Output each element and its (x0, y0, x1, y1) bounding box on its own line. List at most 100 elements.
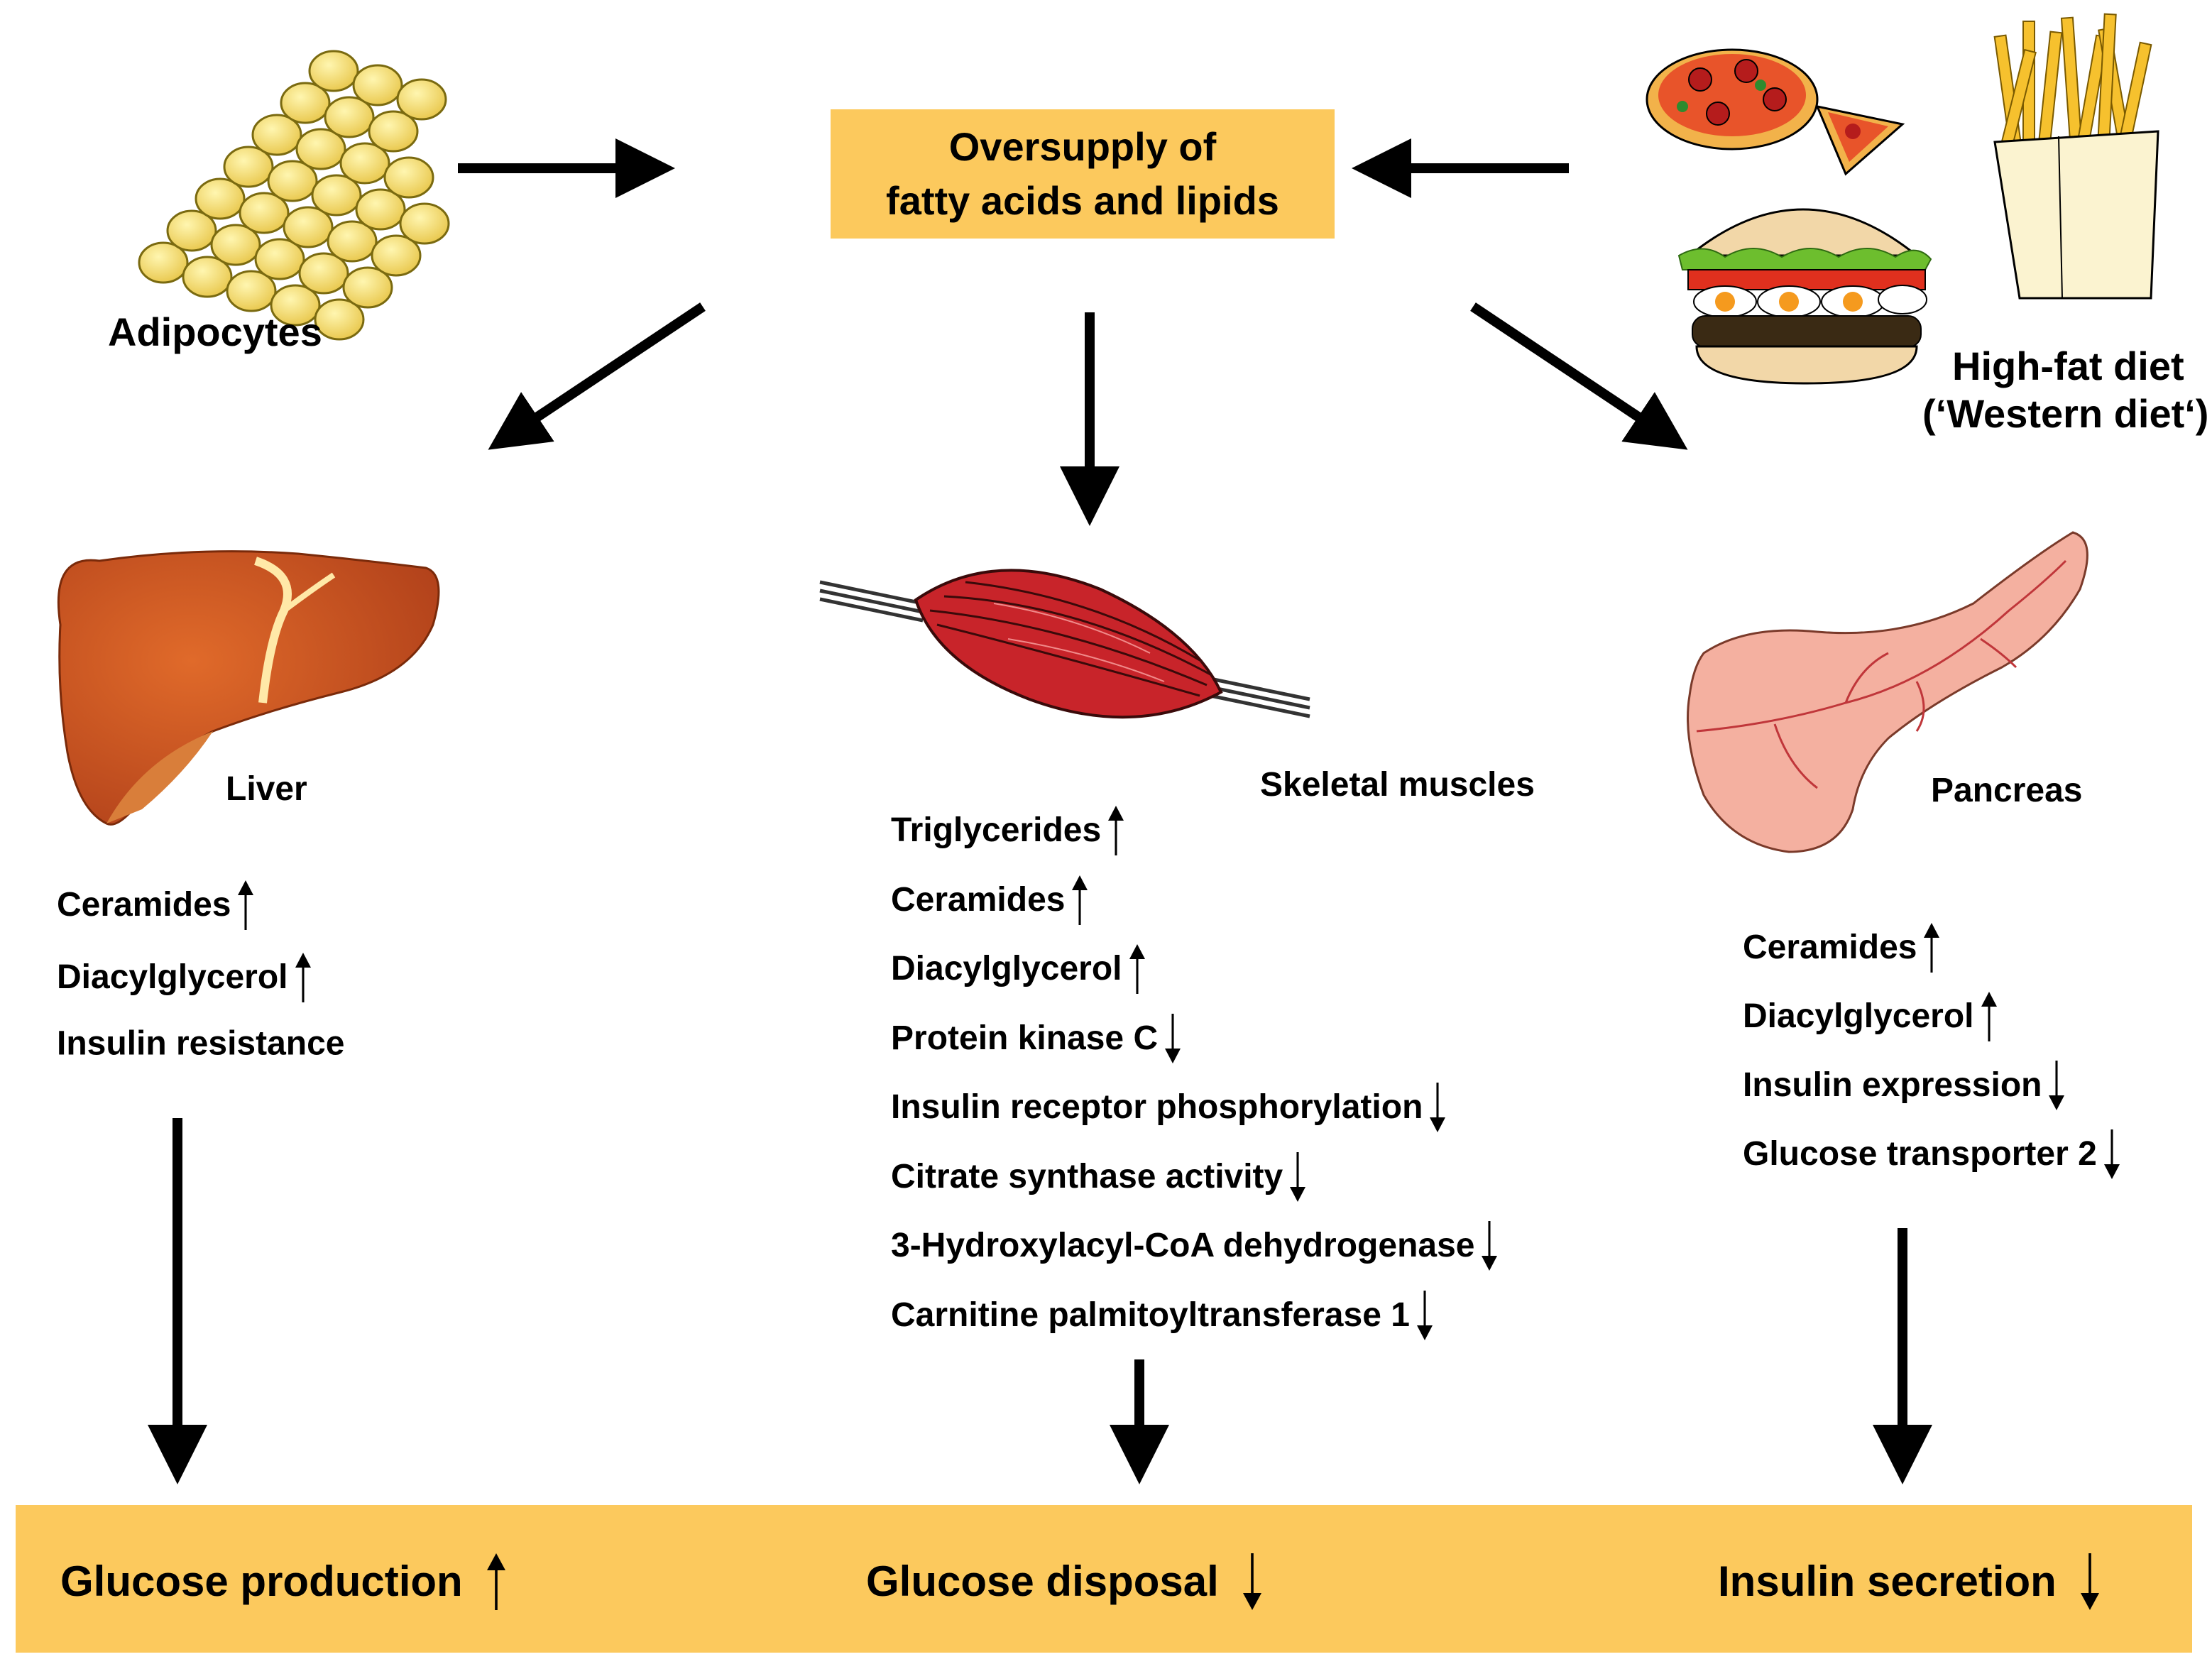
muscle-item-label: Protein kinase C (891, 1019, 1159, 1057)
fat-cell (195, 177, 246, 220)
fat-cell (251, 114, 302, 156)
fat-cell (342, 266, 393, 309)
muscle-item: Protein kinase C (891, 1013, 1181, 1063)
muscle-item: Ceramides (891, 875, 1088, 925)
muscle-item: Triglycerides (891, 806, 1124, 855)
arrow-up-icon (238, 880, 254, 930)
arrow-down-icon (1482, 1221, 1498, 1271)
pancreas-item: Ceramides (1743, 923, 1940, 973)
liver-illustration (57, 550, 440, 826)
muscle-item: Citrate synthase activity (891, 1151, 1306, 1202)
fat-cell (239, 192, 290, 234)
fat-cell (270, 284, 321, 327)
arrow-down-icon (1290, 1151, 1306, 1202)
arrow-up-icon (295, 953, 311, 1002)
arrow-down-icon (2103, 1129, 2120, 1179)
diet-label-line1: High-fat diet (1952, 344, 2184, 388)
liver-item: Ceramides (57, 880, 254, 930)
outcome-label: Glucose production (60, 1558, 463, 1605)
arrow-up-icon (1981, 992, 1997, 1041)
fat-cell (226, 270, 277, 312)
arrow-up-icon (1072, 875, 1088, 925)
fat-cell (280, 82, 331, 124)
muscle-item: 3-Hydroxylacyl-CoA dehydrogenase (891, 1221, 1498, 1271)
adipocytes-illustration (138, 50, 450, 341)
outcome-item: Glucose production (60, 1553, 505, 1610)
outcome-bar (16, 1505, 2192, 1653)
arrow-up-icon (486, 1553, 505, 1610)
muscle-label: Skeletal muscles (1260, 766, 1535, 804)
arrow-down-icon (2049, 1061, 2065, 1110)
fat-cell (267, 160, 318, 202)
fat-cell (355, 188, 406, 231)
arrow-up-icon (1129, 944, 1145, 994)
fat-cell (223, 146, 274, 188)
fat-cell (283, 206, 334, 248)
pancreas-item-label: Diacylglycerol (1743, 997, 1974, 1035)
fat-cell (339, 142, 390, 185)
arrow-to-liver (488, 302, 706, 450)
fat-cell (371, 234, 422, 277)
muscle-item-label: 3-Hydroxylacyl-CoA dehydrogenase (891, 1227, 1475, 1264)
diet-label-line2: (‘Western diet‘) (1922, 391, 2209, 436)
arrow-up-icon (1108, 806, 1124, 855)
pancreas-label: Pancreas (1931, 772, 2083, 809)
fat-cell (308, 50, 359, 92)
muscle-item-label: Ceramides (891, 880, 1066, 919)
liver-item-label: Diacylglycerol (57, 958, 288, 996)
arrow-down-icon (1430, 1083, 1446, 1132)
fat-cell (327, 220, 378, 263)
muscle-item: Insulin receptor phosphorylation (891, 1083, 1446, 1132)
oversupply-box: Oversupply of fatty acids and lipids (831, 109, 1335, 239)
muscle-item: Carnitine palmitoyltransferase 1 (891, 1290, 1433, 1340)
arrow-down-icon (1242, 1553, 1261, 1610)
outcome-item: Insulin secretion (1718, 1553, 2099, 1610)
fat-cell (314, 298, 365, 341)
pancreas-item: Insulin expression (1743, 1061, 2065, 1110)
muscle-illustration (819, 569, 1310, 719)
pancreas-item-label: Ceramides (1743, 929, 1917, 966)
liver-item-label: Ceramides (57, 886, 231, 924)
fat-cell (254, 238, 305, 280)
arrow-to-pancreas (1470, 302, 1688, 450)
pancreas-illustration (1687, 531, 2088, 853)
fat-cell (298, 252, 349, 295)
fat-cell (383, 156, 434, 199)
outcome-label: Glucose disposal (866, 1558, 1219, 1605)
fat-cell (324, 96, 375, 138)
pancreas-item: Diacylglycerol (1743, 992, 1997, 1041)
fat-cell (182, 256, 233, 298)
muscle-item-label: Insulin receptor phosphorylation (891, 1088, 1423, 1126)
fries-icon (1993, 13, 2159, 300)
liver-label: Liver (226, 770, 307, 808)
flow-arrows (148, 138, 1932, 1484)
arrow-down-icon (1165, 1013, 1181, 1063)
oversupply-line1: Oversupply of (948, 124, 1217, 170)
oversupply-line2: fatty acids and lipids (886, 178, 1279, 223)
fat-cell (166, 209, 217, 252)
arrow-down-icon (1416, 1290, 1433, 1340)
pizza-icon (1646, 48, 1905, 176)
adipocytes-label: Adipocytes (108, 310, 322, 354)
liver-item: Diacylglycerol (57, 953, 311, 1002)
fat-cell (399, 202, 450, 245)
burger-icon (1677, 208, 1932, 385)
fat-cell (352, 64, 403, 106)
liver-item-label: Insulin resistance (57, 1024, 345, 1063)
arrow-down-icon (2080, 1553, 2099, 1610)
muscle-item-label: Triglycerides (891, 811, 1102, 849)
outcome-item: Glucose disposal (866, 1553, 1261, 1610)
muscle-item: Diacylglycerol (891, 944, 1145, 994)
muscle-item-label: Carnitine palmitoyltransferase 1 (891, 1296, 1410, 1334)
arrow-up-icon (1924, 923, 1940, 973)
fat-cell (295, 128, 346, 170)
liver-item: Insulin resistance (57, 1025, 345, 1061)
fat-cell (368, 110, 419, 153)
fat-cell (138, 241, 189, 284)
fat-cell (396, 78, 447, 121)
muscle-item-label: Diacylglycerol (891, 950, 1122, 987)
pancreas-item-label: Insulin expression (1743, 1066, 2042, 1104)
fat-cell (311, 174, 362, 217)
muscle-item-label: Citrate synthase activity (891, 1157, 1283, 1195)
